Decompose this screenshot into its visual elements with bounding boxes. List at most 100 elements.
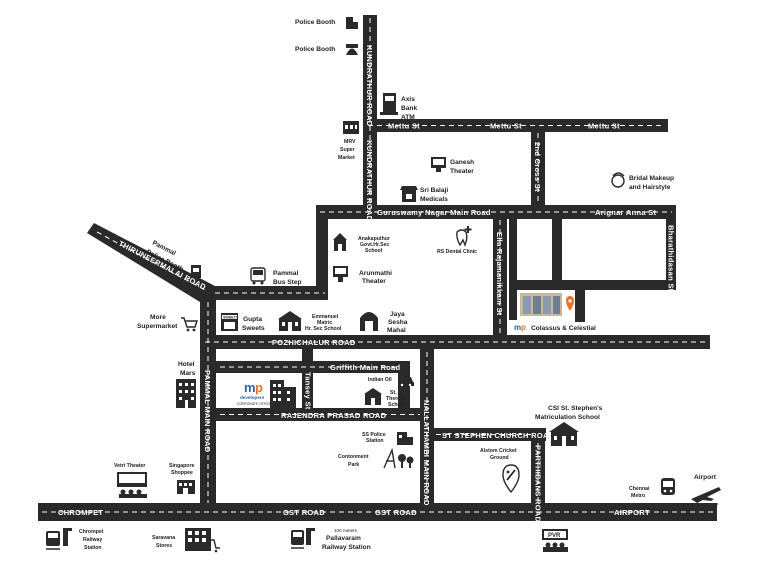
svg-text:Bank: Bank [401,105,417,112]
label-st-stephen-church: ST STEPHEN CHURCH ROAD [442,431,555,440]
poi-pvr[interactable]: PVR [542,529,568,552]
svg-text:Matric: Matric [317,320,332,326]
airplane-icon [690,487,721,505]
svg-text:Sweets: Sweets [242,325,265,332]
poi-gupta-sweets[interactable]: SWEETS Gupta Sweets [221,313,265,332]
label-bharathidasan: Bharathidasan St [667,225,676,292]
police-station-icon [397,432,413,445]
poi-arunmathi-theater[interactable]: Arunmathi Theater [333,266,392,285]
poi-police-booth-2[interactable]: Police Booth [295,44,358,55]
road-tansey[interactable] [302,349,313,411]
svg-text:m: m [514,323,521,332]
road-pozhichalur[interactable] [200,335,710,349]
poi-rs-dental-clinic[interactable]: RS Dental Clinic [437,226,477,255]
poi-mrv-super-market[interactable]: MRV Super Market [338,121,359,161]
svg-text:Ganesh: Ganesh [450,159,474,166]
svg-text:Shoppee: Shoppee [171,470,193,476]
svg-text:Vetri Theater: Vetri Theater [114,463,145,469]
road-network [38,15,717,521]
cinema-icon [117,472,147,498]
poi-indian-oil[interactable]: Indian Oil [368,377,414,387]
poi-colassus-celestial[interactable]: m p Colassus & Celestial [514,293,596,332]
road-bharathidasan[interactable] [666,205,676,286]
label-mettu-st-1: Mettu St [388,122,420,131]
park-icon [383,447,414,469]
svg-text:Hr. Sec School: Hr. Sec School [305,326,342,332]
road-inner-stub-2[interactable] [509,290,517,320]
road-inner-block-bottom[interactable] [509,280,676,290]
poi-saravana-stores[interactable]: Saravana Stores [152,528,220,553]
poi-jaya-sesha-mahal[interactable]: Jaya Sesha Mahal [360,311,408,334]
poi-vetri-theater[interactable]: Vetri Theater [114,463,147,498]
poi-bridal-makeup[interactable]: Bridal Makeup and Hairstyle [611,172,674,191]
poi-more-supermarket[interactable]: More Supermarket [137,314,198,332]
poi-chrompet-railway-station[interactable]: Chrompet Railway Station [46,528,104,551]
svg-text:ATM: ATM [401,114,415,121]
svg-text:Chennai: Chennai [629,486,650,492]
label-griffith: Griffith Main Road [330,363,401,372]
poi-ss-police-station[interactable]: SS Police Station [362,432,413,445]
svg-text:Theater: Theater [450,168,474,175]
road-cross-st[interactable] [531,119,545,212]
svg-text:Arunmathi: Arunmathi [359,270,392,277]
poi-contonment-park[interactable]: Contonment Park [338,447,414,469]
svg-text:Railway: Railway [83,537,102,543]
svg-text:School: School [365,248,383,254]
road-thiruneermalai[interactable] [87,223,215,302]
label-nallathambi: NALLATHAMBI MAIN ROAD [422,400,431,506]
label-kundrathur-road-mid: KUNDRATHUR ROAD [365,140,374,222]
svg-text:Bus Step: Bus Step [273,279,302,286]
label-chrompet: CHROMPET [58,508,103,517]
label-gst-road-2: GST ROAD [375,508,417,517]
svg-text:Supermarket: Supermarket [137,323,178,330]
poi-emmanuel-matric-school[interactable]: Emmanuel Matric Hr. Sec School [278,311,342,332]
poi-chennai-metro[interactable]: Chennai Metro [629,478,675,499]
poi-pallavaram-railway-station[interactable]: 100 meters Pallavaram Railway Station [291,528,371,551]
cinema-icon: PVR [542,529,568,552]
svg-text:Chrompet: Chrompet [79,529,104,535]
road-inner-stub[interactable] [575,290,585,322]
svg-text:p: p [521,323,526,332]
svg-text:SS Police: SS Police [362,432,386,438]
svg-text:Stores: Stores [156,543,172,549]
label-mettu-st-2: Mettu St [490,122,522,131]
car-icon [398,377,414,387]
poi-airport[interactable]: Airport [690,474,721,505]
hotel-building-icon [176,379,196,408]
school-icon [278,311,302,331]
supermarket-icon [343,121,359,134]
label-airport-road: AIRPORT [614,508,650,517]
poi-st-theresa-school[interactable]: St. Theresa School [364,388,406,408]
svg-text:Govt.Hr.Sec: Govt.Hr.Sec [360,242,390,248]
poi-anakaputhur-school[interactable]: Anakaputhur Govt.Hr.Sec School [333,233,390,254]
road-guruswamy-west[interactable] [316,205,328,290]
police-booth-icon [346,17,358,29]
bus-icon [250,267,266,285]
svg-text:Mahal: Mahal [387,327,406,334]
label-arignar-anna: Arignar Anna St [595,208,657,217]
theater-icon [431,157,446,172]
poi-pammal-bus-stop[interactable]: Pammal Bus Step [250,267,302,286]
svg-text:Alstom Cricket: Alstom Cricket [480,448,517,454]
svg-text:Matriculation School: Matriculation School [535,414,600,421]
poi-sri-balaji-medicals[interactable]: Sri Balaji Medicals [400,186,448,203]
poi-csi-st-stephens-school[interactable]: CSI St. Stephen's Matriculation School [535,405,603,446]
svg-text:developers: developers [240,395,265,400]
poi-singapore-shoppee[interactable]: Singapore Shoppee [169,463,195,494]
svg-text:Singapore: Singapore [169,463,194,469]
poi-police-booth-1[interactable]: Police Booth [295,17,358,29]
poi-developers-corporate-office[interactable]: m p developers CORPORATE OFFICE [237,380,296,408]
police-booth-icon [191,265,201,278]
road-inner-block-left[interactable] [509,215,517,285]
svg-text:PVR: PVR [548,533,561,539]
poi-hotel-mars[interactable]: Hotel Mars [176,361,196,408]
poi-axis-bank-atm[interactable]: Axis Bank ATM [380,93,417,121]
poi-alstom-cricket-ground[interactable]: Alstom Cricket Ground [480,448,520,494]
road-inner-block-mid[interactable] [552,215,562,285]
medical-store-icon [400,186,418,202]
svg-text:Railway Station: Railway Station [322,544,371,551]
poi-ganesh-theater[interactable]: Ganesh Theater [431,157,474,175]
svg-text:Ground: Ground [490,455,509,461]
road-kundrathur[interactable] [363,15,377,215]
